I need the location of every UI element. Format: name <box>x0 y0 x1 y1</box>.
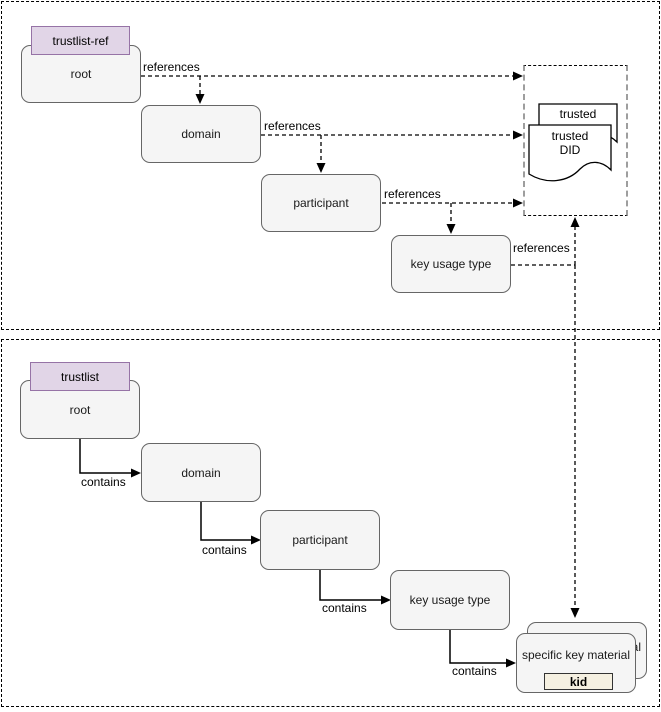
trustlist-tag-label: trustlist <box>60 369 99 384</box>
node-top-participant: participant <box>261 174 381 232</box>
node-top-domain-label: domain <box>181 127 221 141</box>
kid-badge: kid <box>544 673 613 690</box>
trustlist-ref-tag: trustlist-ref <box>31 26 130 55</box>
node-specific-key-material-label: specific key material <box>521 648 631 662</box>
edge-label-references-3: references <box>384 187 441 201</box>
node-bottom-root-label: root <box>69 402 91 417</box>
kid-badge-label: kid <box>569 674 588 689</box>
trusted-did-container <box>523 65 628 216</box>
edge-label-references-1: references <box>143 60 200 74</box>
trusted-doc-back-label: trusted <box>559 107 597 121</box>
trustlist-ref-section-frame <box>1 1 660 330</box>
node-top-root-label: root <box>70 67 92 81</box>
trustlist-tag: trustlist <box>30 362 130 391</box>
edge-label-contains-2: contains <box>202 543 247 557</box>
trusted-doc-front-label: trusted DID <box>529 129 611 157</box>
node-top-participant-label: participant <box>293 196 349 210</box>
edge-label-contains-3: contains <box>322 601 367 615</box>
node-top-key-usage-type: key usage type <box>391 235 511 293</box>
node-bottom-participant: participant <box>260 510 380 570</box>
edge-label-references-2: references <box>264 119 321 133</box>
edge-label-references-4: references <box>513 241 570 255</box>
trusted-doc-front-line2: DID <box>559 143 581 157</box>
node-bottom-key-usage-type: key usage type <box>390 570 510 630</box>
trustlist-section-frame <box>1 339 660 707</box>
node-top-key-usage-type-label: key usage type <box>410 257 492 271</box>
edge-label-contains-1: contains <box>81 475 126 489</box>
node-bottom-key-usage-type-label: key usage type <box>409 593 491 607</box>
edge-label-contains-4: contains <box>452 664 497 678</box>
node-bottom-domain: domain <box>141 443 261 502</box>
node-specific-key-material: specific key material kid <box>516 633 636 693</box>
node-bottom-domain-label: domain <box>181 465 221 480</box>
trustlist-ref-tag-label: trustlist-ref <box>52 33 109 48</box>
node-bottom-participant-label: participant <box>292 533 348 547</box>
trusted-doc-front-line1: trusted <box>551 129 589 143</box>
node-top-domain: domain <box>141 105 261 163</box>
